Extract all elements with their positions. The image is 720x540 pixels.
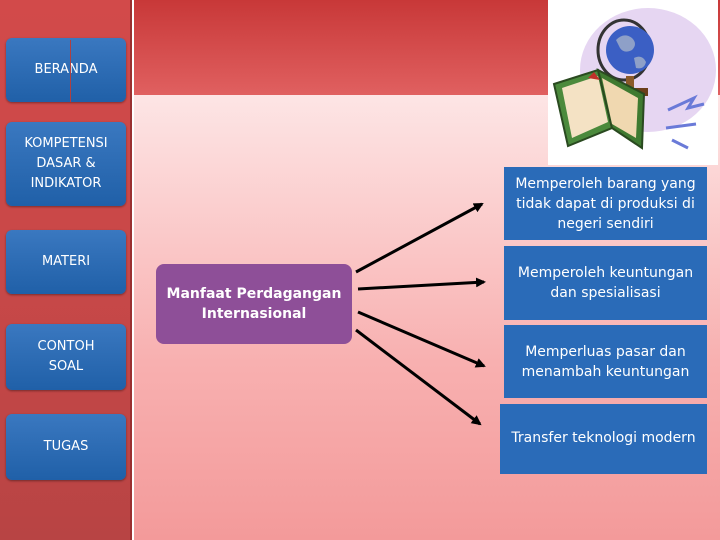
arrow-to-outcome-3 (357, 310, 486, 368)
arrow-to-outcome-1 (355, 202, 484, 274)
arrow-to-outcome-4 (355, 328, 482, 426)
nav-beranda-button[interactable]: BERANDA (6, 38, 126, 102)
outcome-label-1: Memperoleh barang yang tidak dapat di pr… (515, 175, 696, 232)
outcome-box-2: Memperoleh keuntungan dan spesialisasi (504, 246, 707, 320)
center-topic-label: Manfaat Perdagangan Internasional (166, 286, 342, 322)
sidebar: BERANDA KOMPETENSI DASAR & INDIKATOR MAT… (0, 0, 132, 540)
nav-kompetensi-button[interactable]: KOMPETENSI DASAR & INDIKATOR (6, 122, 126, 206)
nav-materi-label: MATERI (41, 254, 91, 269)
nav-kompetensi-label: KOMPETENSI DASAR & INDIKATOR (24, 136, 108, 191)
center-topic-box: Manfaat Perdagangan Internasional (156, 264, 352, 344)
nav-tugas-button[interactable]: TUGAS (6, 414, 126, 480)
outcome-label-3: Memperluas pasar dan menambah keuntungan (521, 343, 690, 380)
nav-contoh-soal-label: CONTOH SOAL (37, 339, 95, 374)
outcome-label-2: Memperoleh keuntungan dan spesialisasi (517, 265, 694, 301)
outcome-label-4: Transfer teknologi modern (511, 430, 696, 446)
globe-and-book-icon (548, 0, 718, 165)
outcome-box-3: Memperluas pasar dan menambah keuntungan (504, 325, 707, 398)
nav-beranda-label: BERANDA (34, 62, 98, 77)
nav-tugas-label: TUGAS (43, 439, 89, 454)
outcome-box-1: Memperoleh barang yang tidak dapat di pr… (504, 167, 707, 240)
nav-contoh-soal-button[interactable]: CONTOH SOAL (6, 324, 126, 390)
nav-materi-button[interactable]: MATERI (6, 230, 126, 294)
arrow-to-outcome-2 (357, 277, 486, 291)
nav-divider (70, 40, 71, 102)
outcome-box-4: Transfer teknologi modern (500, 404, 707, 474)
